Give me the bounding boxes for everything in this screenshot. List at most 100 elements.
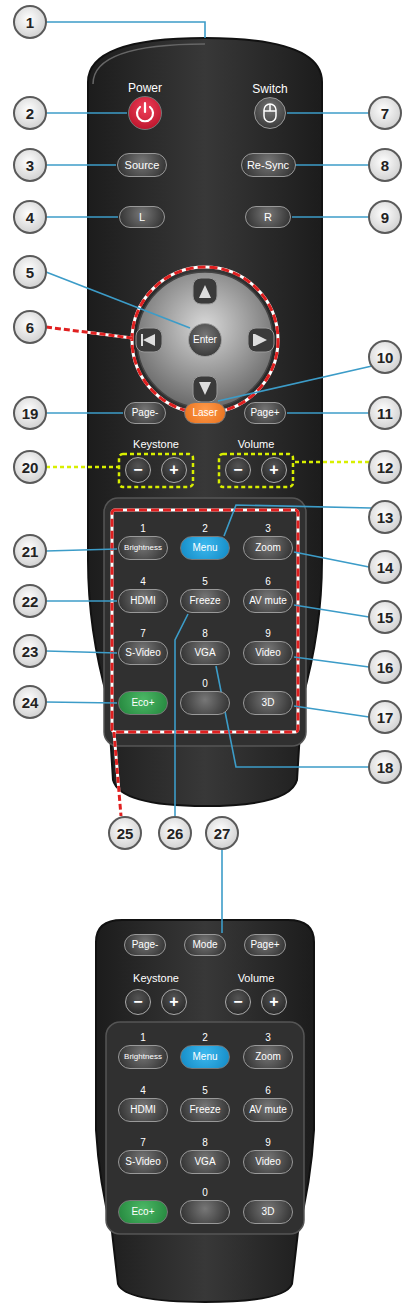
button-label: + bbox=[169, 994, 178, 1010]
leader-line-red bbox=[46, 327, 132, 338]
remote-button: Source bbox=[117, 153, 167, 177]
button-label: HDMI bbox=[130, 596, 156, 606]
button-caption: 1 bbox=[140, 524, 146, 534]
button-label: Video bbox=[255, 1157, 280, 1167]
button-caption: 2 bbox=[202, 1033, 208, 1043]
leader-line bbox=[46, 22, 372, 933]
callout-number: 11 bbox=[368, 396, 402, 430]
leader-line bbox=[221, 850, 223, 933]
button-label: Freeze bbox=[189, 596, 220, 606]
leader-line-red bbox=[46, 327, 132, 816]
button-label: Page+ bbox=[250, 940, 279, 950]
callout-number: 24 bbox=[13, 685, 47, 719]
leader-line bbox=[46, 164, 116, 166]
remote-button: Laser bbox=[184, 402, 226, 424]
button-caption: Switch bbox=[252, 83, 287, 95]
remote-button: Eco+ bbox=[118, 691, 168, 715]
remote-button: Page+ bbox=[244, 402, 286, 424]
button-label: Re-Sync bbox=[247, 160, 289, 171]
button-label: Video bbox=[255, 648, 280, 658]
button-label: − bbox=[133, 462, 142, 478]
remote-button: 4HDMI bbox=[118, 1098, 168, 1122]
leader-line bbox=[294, 552, 369, 567]
remote-body bbox=[93, 44, 205, 84]
remote-body-lower bbox=[96, 920, 314, 1302]
button-label: Page+ bbox=[250, 408, 279, 418]
callout-number: 17 bbox=[368, 700, 402, 734]
leader-line bbox=[224, 505, 371, 536]
mouse-icon bbox=[264, 110, 276, 112]
direction-pad bbox=[136, 328, 162, 352]
button-label: − bbox=[133, 994, 142, 1010]
leader-line bbox=[294, 657, 369, 667]
remote-button: Mode bbox=[184, 934, 226, 956]
remote-button: 3Zoom bbox=[243, 1045, 293, 1069]
button-caption: 0 bbox=[202, 679, 208, 689]
mouse-icon bbox=[264, 104, 276, 122]
callout-number: 9 bbox=[368, 200, 402, 234]
button-caption: 8 bbox=[202, 1138, 208, 1148]
remote-button: Enter bbox=[188, 323, 222, 357]
button-label: + bbox=[269, 994, 278, 1010]
remote-button: + bbox=[161, 457, 187, 483]
direction-pad bbox=[143, 334, 155, 346]
direction-pad bbox=[193, 278, 217, 304]
button-label: Page- bbox=[132, 940, 159, 950]
button-label: S-Video bbox=[125, 648, 160, 658]
button-label: Source bbox=[125, 160, 160, 171]
leader-line bbox=[292, 216, 369, 218]
button-caption: 5 bbox=[202, 577, 208, 587]
remote-button: 6AV mute bbox=[243, 1098, 293, 1122]
callout-number: 3 bbox=[13, 148, 47, 182]
leader-line bbox=[46, 272, 190, 328]
button-caption: 7 bbox=[140, 629, 146, 639]
remote-button: + bbox=[261, 457, 287, 483]
callout-number: 15 bbox=[368, 600, 402, 634]
remote-button: 3D bbox=[243, 1200, 293, 1224]
button-label: VGA bbox=[194, 648, 215, 658]
button-label: AV mute bbox=[249, 1105, 287, 1115]
callout-number: 20 bbox=[13, 450, 47, 484]
button-label: AV mute bbox=[249, 596, 287, 606]
button-label: L bbox=[139, 212, 145, 223]
callout-number: 2 bbox=[13, 96, 47, 130]
leader-line bbox=[294, 605, 369, 617]
callout-number: 1 bbox=[13, 5, 47, 39]
keypad-highlight bbox=[112, 510, 298, 732]
remote-body bbox=[104, 498, 306, 746]
button-caption: 6 bbox=[265, 577, 271, 587]
remote-button: 1Brightness bbox=[118, 536, 168, 560]
callout-number: 26 bbox=[158, 816, 192, 850]
remote-button: 4HDMI bbox=[118, 589, 168, 613]
power-icon bbox=[137, 103, 153, 121]
button-label: Brightness bbox=[124, 1053, 162, 1061]
remote-button: + bbox=[161, 989, 187, 1015]
remote-button: 7S-Video bbox=[118, 1150, 168, 1174]
power-icon bbox=[137, 107, 153, 121]
button-label: Eco+ bbox=[131, 1207, 154, 1217]
remote-button: − bbox=[125, 457, 151, 483]
button-caption: 3 bbox=[265, 1033, 271, 1043]
remote-button: 2Menu bbox=[180, 536, 230, 560]
remote-body bbox=[88, 38, 322, 806]
leader-line bbox=[294, 164, 369, 166]
remote-button: 8VGA bbox=[180, 1150, 230, 1174]
button-caption: 4 bbox=[140, 577, 146, 587]
remote-button: 1Brightness bbox=[118, 1045, 168, 1069]
callout-number: 14 bbox=[368, 550, 402, 584]
callout-number: 6 bbox=[13, 310, 47, 344]
button-label: HDMI bbox=[130, 1105, 156, 1115]
remote-button: 9Video bbox=[243, 641, 293, 665]
callout-number: 19 bbox=[13, 396, 47, 430]
remote-button: 0 bbox=[180, 1200, 230, 1224]
remote-button: − bbox=[125, 989, 151, 1015]
remote-button: + bbox=[261, 989, 287, 1015]
remote-button: 6AV mute bbox=[243, 589, 293, 613]
direction-pad bbox=[132, 267, 278, 413]
remote-body-lower bbox=[106, 1022, 304, 1234]
button-caption: 0 bbox=[202, 1188, 208, 1198]
callout-number: 27 bbox=[205, 816, 239, 850]
leader-line bbox=[294, 706, 369, 717]
button-label: Freeze bbox=[189, 1105, 220, 1115]
leader-line bbox=[46, 651, 117, 653]
